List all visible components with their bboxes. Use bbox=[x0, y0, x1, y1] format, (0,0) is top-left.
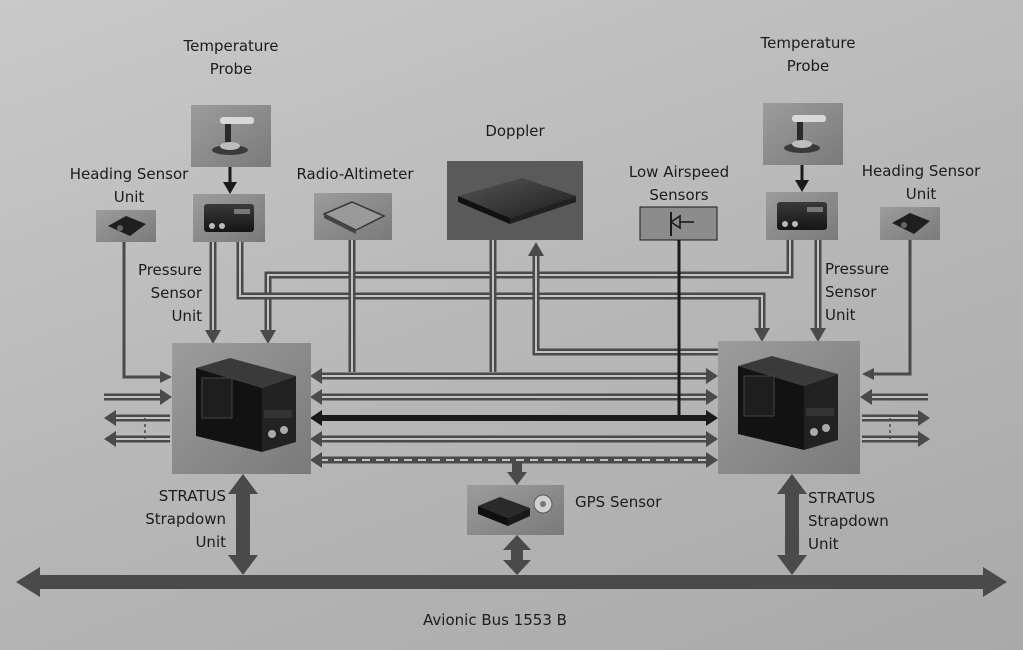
stratus-right-line2: Strapdown bbox=[808, 512, 889, 530]
stratus-left-line1: STRATUS bbox=[158, 487, 226, 505]
gps-feed bbox=[507, 463, 527, 485]
temp-probe-right-line2: Probe bbox=[786, 57, 830, 75]
pressure-right-line3: Unit bbox=[825, 306, 856, 324]
doppler-box bbox=[447, 161, 583, 240]
bus-link-left bbox=[228, 474, 258, 575]
low-airspeed-box bbox=[639, 206, 718, 241]
doppler-text: Doppler bbox=[485, 122, 545, 140]
heading-left-feed bbox=[122, 242, 172, 383]
stratus-left-line2: Strapdown bbox=[145, 510, 226, 528]
pressure-left-label: Pressure Sensor Unit bbox=[110, 259, 202, 328]
heading-sensor-left-box bbox=[96, 210, 156, 242]
heading-left-label: Heading Sensor Unit bbox=[56, 163, 202, 209]
radio-altimeter-box bbox=[314, 193, 392, 240]
pressure-left-line1: Pressure bbox=[137, 261, 202, 279]
low-airspeed-line1: Low Airspeed bbox=[628, 163, 730, 181]
gps-sensor-text: GPS Sensor bbox=[575, 493, 662, 511]
doppler-up-head bbox=[528, 242, 544, 256]
pressure-left-feed bbox=[205, 242, 221, 344]
interconnect-links bbox=[320, 372, 708, 464]
pressure-right-line2: Sensor bbox=[825, 283, 877, 301]
heading-sensor-right-box bbox=[880, 207, 940, 240]
pressure-cross-feeds bbox=[236, 240, 794, 332]
pressure-right-feed bbox=[810, 240, 826, 342]
pressure-left-line2: Sensor bbox=[150, 284, 202, 302]
heading-right-line2: Unit bbox=[905, 185, 937, 203]
temp-probe-right-label: Temperature Probe bbox=[746, 32, 870, 78]
stratus-right-line3: Unit bbox=[808, 535, 839, 553]
doppler-label: Doppler bbox=[454, 120, 576, 143]
gps-sensor-box bbox=[467, 485, 564, 535]
heading-right-label: Heading Sensor Unit bbox=[848, 160, 994, 206]
avionic-bus-arrow bbox=[16, 567, 1007, 597]
low-airspeed-line2: Sensors bbox=[649, 186, 709, 204]
stratus-left-label: STRATUS Strapdown Unit bbox=[120, 485, 226, 554]
heading-right-line1: Heading Sensor bbox=[861, 162, 981, 180]
right-side-io bbox=[860, 389, 930, 447]
pressure-left-line3: Unit bbox=[171, 307, 202, 325]
radio-altimeter-text: Radio-Altimeter bbox=[296, 165, 414, 183]
temp-probe-left-label: Temperature Probe bbox=[170, 35, 292, 81]
bus-link-right bbox=[777, 474, 807, 575]
interconnect-arrowheads bbox=[310, 368, 718, 468]
stratus-left-line3: Unit bbox=[195, 533, 226, 551]
low-airspeed-label: Low Airspeed Sensors bbox=[616, 161, 742, 207]
temp-probe-right-box bbox=[763, 103, 843, 165]
stratus-right-unit bbox=[718, 341, 860, 474]
gps-sensor-label: GPS Sensor bbox=[575, 491, 685, 514]
stratus-right-line1: STRATUS bbox=[808, 489, 876, 507]
stratus-left-unit bbox=[172, 343, 311, 474]
pressure-sensor-left-box bbox=[193, 194, 265, 242]
temp-right-arrow bbox=[795, 165, 809, 192]
doppler-feed bbox=[489, 240, 718, 372]
avionic-bus-text: Avionic Bus 1553 B bbox=[423, 611, 567, 629]
heading-left-line1: Heading Sensor bbox=[69, 165, 189, 183]
pressure-sensor-right-box bbox=[766, 192, 838, 240]
temp-probe-left-line2: Probe bbox=[209, 60, 253, 78]
heading-left-line2: Unit bbox=[113, 188, 145, 206]
radio-altimeter-label: Radio-Altimeter bbox=[282, 163, 428, 186]
bus-link-gps bbox=[503, 535, 531, 575]
temp-left-arrow bbox=[223, 167, 237, 194]
pressure-right-line1: Pressure bbox=[825, 260, 890, 278]
cross-feed-left-head bbox=[260, 330, 276, 344]
pressure-right-label: Pressure Sensor Unit bbox=[825, 258, 917, 327]
cross-feed-right-head bbox=[754, 328, 770, 342]
temp-probe-left-box bbox=[191, 105, 271, 167]
avionic-bus-label: Avionic Bus 1553 B bbox=[380, 609, 610, 632]
temp-probe-left-line1: Temperature bbox=[183, 37, 279, 55]
left-side-io bbox=[104, 389, 172, 447]
stratus-right-label: STRATUS Strapdown Unit bbox=[808, 487, 918, 556]
temp-probe-right-line1: Temperature bbox=[760, 34, 856, 52]
heading-right-feed bbox=[862, 240, 912, 380]
